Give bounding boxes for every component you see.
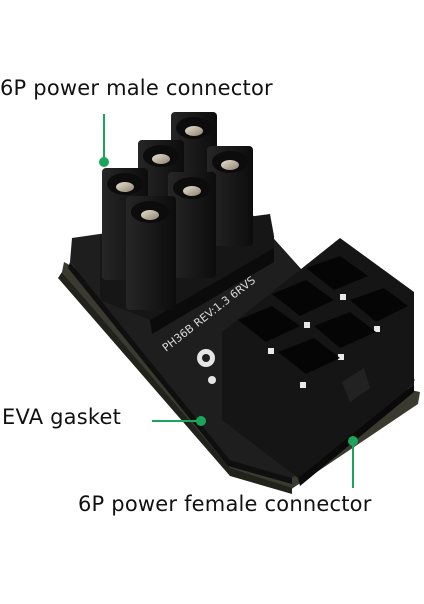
male-pin-3 [207,146,253,246]
male-connector [100,112,274,334]
callout-female [348,436,358,488]
female-connector-label: 6P power female connector [78,492,372,516]
female-socket-6 [278,338,340,388]
male-pin-6 [126,196,176,310]
female-socket-2 [272,280,334,328]
male-pin-5 [168,172,216,278]
female-socket-5 [314,312,376,360]
latch-icon [342,368,370,402]
female-connector [222,238,414,486]
male-connector-label: 6P power male connector [0,76,273,100]
eva-gasket-label: EVA gasket [2,405,122,429]
female-socket-4 [350,288,408,332]
female-socket-1 [306,256,368,300]
callout-eva [152,416,206,426]
callout-male [99,114,109,167]
female-socket-3 [238,306,300,354]
